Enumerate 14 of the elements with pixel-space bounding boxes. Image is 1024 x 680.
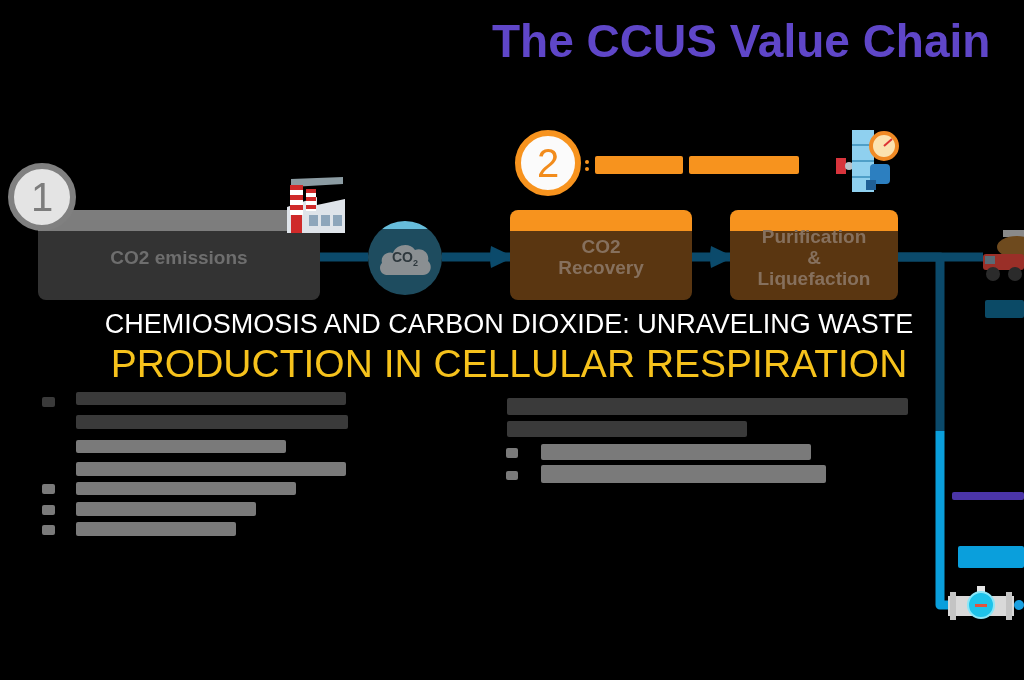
- step-number: 1: [30, 177, 54, 217]
- connector-line: [898, 252, 948, 610]
- diagram-title: The CCUS Value Chain: [492, 14, 991, 68]
- node-label: CO$_{2}$: [392, 248, 418, 270]
- node-label: CO2 Recovery: [557, 236, 645, 278]
- node-label: Purification & Liquefaction: [756, 225, 872, 289]
- headline-caption: CHEMIOSMOSIS AND CARBON DIOXIDE: UNRAVELING WASTE PRODUCTION IN CELLULAR RESPIRATION: [103, 308, 915, 384]
- process-box: [510, 210, 692, 300]
- connector-line: [320, 252, 368, 262]
- node-label: CO2 emissions: [110, 246, 248, 268]
- step-number: 2: [536, 143, 560, 183]
- process-box: [38, 210, 320, 300]
- process-box: [730, 210, 898, 300]
- tanker-truck-icon: [983, 230, 1024, 282]
